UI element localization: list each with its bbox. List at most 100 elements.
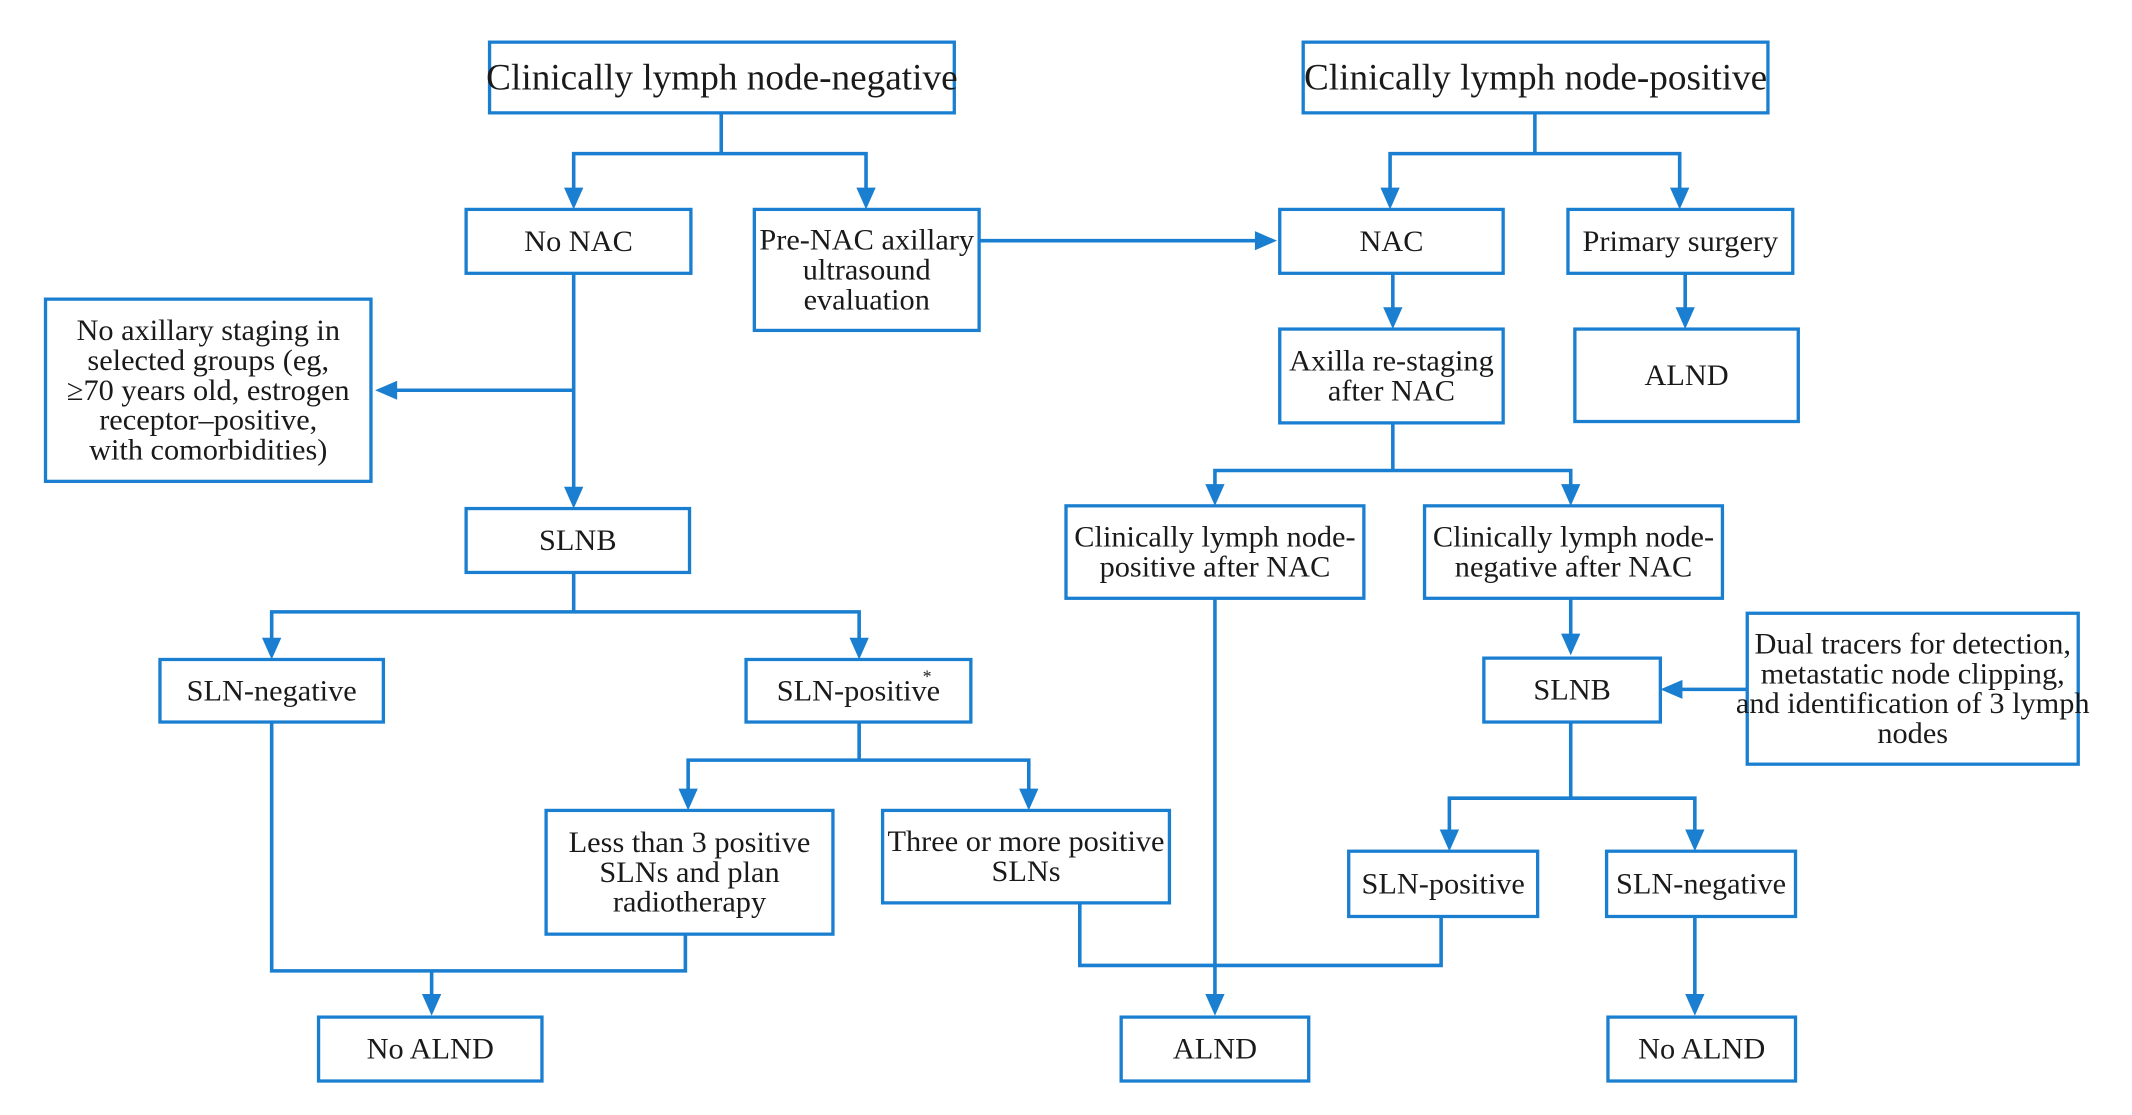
box-border <box>1278 207 1505 275</box>
box-label-line: Pre-NAC axillary <box>759 223 974 257</box>
box-label-line: SLN-positive <box>1361 867 1524 901</box>
arrowhead <box>1019 788 1039 811</box>
box-border <box>752 207 981 333</box>
box-label-line: after NAC <box>1328 374 1455 408</box>
box-no-nac: No NAC <box>464 207 693 275</box>
box-alnd-center: ALND <box>1119 1015 1311 1083</box>
box-label-line: Dual tracers for detection, <box>1754 627 2071 661</box>
arrowhead <box>1660 679 1683 699</box>
box-label-line: Three or more positive <box>888 824 1165 858</box>
box-border <box>487 40 956 115</box>
box-border <box>1606 1015 1798 1083</box>
box-border <box>464 506 692 575</box>
box-border <box>1301 40 1770 115</box>
box-slnb-left: SLNB <box>464 506 692 575</box>
box-label-line: ALND <box>1644 358 1728 392</box>
box-label-line: ultrasound <box>803 253 931 287</box>
box-border <box>464 207 693 275</box>
connector-to-no-alnd-left <box>269 722 688 997</box>
box-sln-negative-left: SLN-negative <box>158 657 386 724</box>
box-label-line: Primary surgery <box>1583 224 1779 258</box>
arrowhead <box>262 637 282 660</box>
box-label-line: and identification of 3 lymph <box>1736 686 2090 720</box>
arrowhead <box>1205 993 1225 1016</box>
arrowhead <box>1380 187 1400 210</box>
box-border <box>1119 1015 1311 1083</box>
box-label-line: with comorbidities) <box>89 433 327 467</box>
box-label-line: SLNs and plan <box>599 855 779 889</box>
box-label-line: selected groups (eg, <box>87 343 329 377</box>
box-label-line: SLN-negative <box>1616 867 1786 901</box>
box-sln-positive-left: SLN-positive <box>744 657 973 724</box>
box-label-line: SLNB <box>1533 673 1611 707</box>
box-label-line: ≥70 years old, estrogen <box>67 373 350 407</box>
box-clinically-node-positive-after-nac: Clinically lymph node-positive after NAC <box>1064 504 1366 600</box>
box-label-line: No axillary staging in <box>76 313 340 347</box>
box-border <box>316 1015 544 1083</box>
arrowhead <box>1254 231 1277 251</box>
arrowhead <box>421 993 442 1016</box>
box-label-line: No ALND <box>1638 1032 1765 1066</box>
arrowhead <box>1561 484 1581 506</box>
box-label-line: nodes <box>1877 716 1948 750</box>
box-label-line: SLN-negative <box>187 673 357 707</box>
box-label-line: Clinically lymph node-positive <box>1304 57 1767 98</box>
box-border <box>1278 327 1505 425</box>
arrowhead <box>1685 829 1705 852</box>
box-sln-positive-right: SLN-positive <box>1347 849 1540 919</box>
box-border <box>1573 327 1800 424</box>
box-border <box>544 808 835 936</box>
box-label-line: Axilla re-staging <box>1289 344 1494 378</box>
box-label-line: ALND <box>1173 1032 1257 1066</box>
box-label-line: SLN-positive <box>777 673 940 707</box>
box-label-line: Clinically lymph node- <box>1074 520 1355 554</box>
box-label-line: radiotherapy <box>613 885 766 919</box>
box-border <box>1604 849 1798 919</box>
box-label-line: Clinically lymph node- <box>1433 520 1714 554</box>
box-nac: NAC <box>1278 207 1505 275</box>
box-border <box>43 297 373 483</box>
box-label-line: No NAC <box>524 224 633 258</box>
connector-sln-positive-left-split <box>686 722 1031 792</box>
box-alnd-top-right: ALND <box>1573 327 1800 424</box>
box-label-line: metastatic node clipping, <box>1761 656 2065 690</box>
connector-slnb-right-split <box>1447 722 1697 833</box>
arrowhead <box>678 788 698 811</box>
arrowhead <box>1383 307 1403 330</box>
arrowhead <box>1439 829 1460 852</box>
box-sln-negative-right: SLN-negative <box>1604 849 1798 919</box>
box-label-line: SLNs <box>991 854 1060 888</box>
connector-cn-negative-split <box>571 112 868 191</box>
box-border <box>158 657 386 724</box>
connectors <box>269 112 1748 997</box>
arrowhead <box>849 637 869 660</box>
box-label-line: receptor–positive, <box>99 403 317 437</box>
arrowhead <box>564 486 584 509</box>
box-label-line: SLNB <box>539 523 617 557</box>
footnote-asterisk: * <box>923 667 932 687</box>
connector-slnb-left-split <box>269 572 861 641</box>
box-border <box>880 808 1172 905</box>
box-label-line: positive after NAC <box>1100 550 1331 584</box>
box-dual-tracers: Dual tracers for detection,metastatic no… <box>1736 611 2090 766</box>
box-label-line: negative after NAC <box>1455 550 1692 584</box>
arrowhead <box>1675 307 1695 330</box>
box-border <box>1566 207 1795 275</box>
arrowhead <box>375 380 398 400</box>
arrowhead <box>1561 633 1581 656</box>
box-border <box>744 657 973 724</box>
box-label-line: evaluation <box>804 283 930 317</box>
box-clinically-node-negative: Clinically lymph node-negative <box>486 40 958 115</box>
box-border <box>1745 611 2080 766</box>
box-slnb-right: SLNB <box>1482 656 1663 724</box>
box-label-line: Less than 3 positive <box>569 825 811 859</box>
arrowhead <box>564 187 584 210</box>
box-border <box>1482 656 1663 724</box>
arrowheads <box>262 187 1705 1016</box>
box-border <box>1064 504 1366 600</box>
